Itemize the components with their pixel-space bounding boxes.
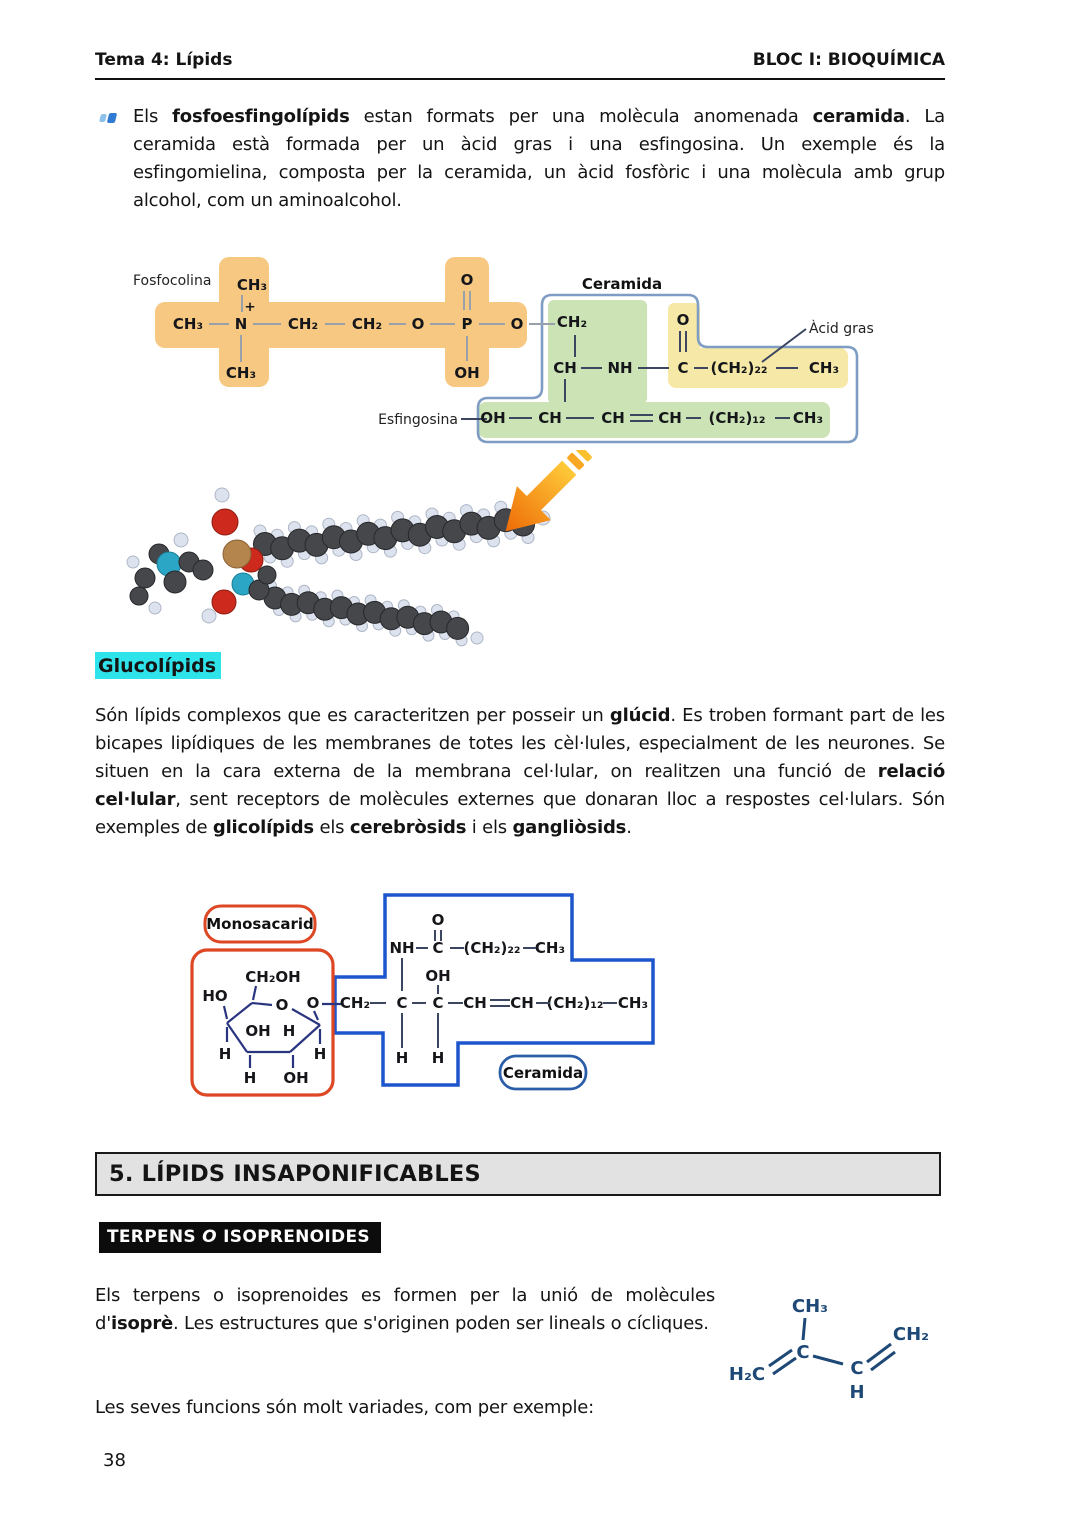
- ceramida-outline: [476, 293, 859, 444]
- formula-token: CH: [553, 359, 577, 377]
- formula-token: NH: [607, 359, 632, 377]
- section-5-heading-box: 5. LÍPIDS INSAPONIFICABLES: [95, 1152, 941, 1196]
- ceramide-rows: CH₂ CH NH C (CH₂)₂₂ CH₃ O OH CH CH CH (C…: [480, 311, 839, 427]
- isoprene-atoms: CH₃ C H₂C C H CH₂: [729, 1296, 929, 1403]
- formula-token: CH₂: [557, 313, 587, 331]
- formula-token: CH: [601, 409, 625, 427]
- formula-token: CH₃: [226, 364, 256, 382]
- formula-token: O: [461, 271, 474, 289]
- formula-token: OH: [454, 364, 479, 382]
- choline-row: CH₃ N CH₂ CH₂ O P O CH₃ + CH₃ O OH: [173, 271, 523, 382]
- glycolipid-structure-diagram: Monosacarid CH₂OH HO O O OH H H: [190, 893, 655, 1097]
- formula-token: OH: [283, 1069, 308, 1087]
- formula-token: P: [462, 315, 473, 333]
- formula-token: H: [283, 1022, 296, 1040]
- ceramida-outline-2: [333, 893, 655, 1087]
- terpens-heading-box: TERPENS O ISOPRENOIDES: [99, 1222, 381, 1253]
- page-number: 38: [103, 1450, 126, 1471]
- formula-token: H: [849, 1382, 864, 1403]
- formula-token: CH: [510, 994, 534, 1012]
- ceramida-label-box: [498, 1054, 588, 1091]
- formula-token: CH₂: [288, 315, 318, 333]
- formula-token: CH₂: [352, 315, 382, 333]
- formula-token: H: [396, 1049, 409, 1067]
- isoprene-structure: CH₃ C H₂C C H CH₂: [729, 1296, 929, 1403]
- formula-token: C: [677, 359, 688, 377]
- choline-bonds: [209, 291, 555, 362]
- acid-gras-pointer: [761, 328, 807, 363]
- formula-token: CH: [658, 409, 682, 427]
- glucolipids-heading: Glucolípids: [95, 652, 221, 679]
- sugar-labels: CH₂OH HO O O OH H H H OH H: [202, 968, 326, 1087]
- formula-token: H₂C: [729, 1364, 765, 1385]
- formula-token: CH₃: [535, 939, 565, 957]
- formula-token: N: [235, 315, 248, 333]
- formula-token: OH: [480, 409, 505, 427]
- formula-token: C: [796, 1342, 809, 1363]
- formula-token: C: [850, 1358, 863, 1379]
- formula-token: CH₃: [792, 1296, 828, 1317]
- formula-token: CH₃: [173, 315, 203, 333]
- formula-token: CH: [463, 994, 487, 1012]
- formula-token: H: [314, 1045, 327, 1063]
- functions-line: Les seves funcions són molt variades, co…: [95, 1397, 595, 1418]
- charge-sign: +: [244, 299, 255, 315]
- ceramida-label-2: Ceramida: [503, 1064, 583, 1082]
- terpens-paragraph: Els terpens o isoprenoides es formen per…: [95, 1285, 721, 1334]
- formula-token: O: [276, 996, 289, 1014]
- formula-token: HO: [202, 987, 227, 1005]
- formula-token: O: [432, 911, 445, 929]
- header-left-title: Tema 4: Lípids: [95, 50, 233, 70]
- arrow-icon: [505, 450, 592, 532]
- ceramide-bonds: [509, 331, 798, 422]
- formula-token: O: [511, 315, 524, 333]
- formula-token: H: [244, 1069, 257, 1087]
- page-header: Tema 4: Lípids BLOC I: BIOQUÍMICA: [95, 50, 945, 80]
- formula-token: H: [432, 1049, 445, 1067]
- formula-token: CH₂: [340, 994, 370, 1012]
- sphingomyelin-3d-model-figure: [126, 450, 592, 647]
- formula-token: CH₂OH: [245, 968, 300, 986]
- formula-token: CH₂: [893, 1324, 929, 1345]
- bullet-icon: [99, 113, 118, 123]
- formula-token: OH: [425, 967, 450, 985]
- formula-token: (CH₂)₁₂: [547, 994, 604, 1012]
- sphingomyelin-structure-diagram: Fosfocolina Ceramida Àcid gras Esfingosi…: [133, 257, 874, 444]
- ceramida-label: Ceramida: [582, 275, 662, 293]
- glucolipids-paragraph: Són lípids complexos que es caracteritze…: [95, 705, 952, 838]
- formula-token: C: [432, 939, 443, 957]
- esfingosina-label: Esfingosina: [378, 412, 458, 428]
- formula-token: OH: [245, 1022, 270, 1040]
- acid-gras-highlight: [668, 303, 848, 388]
- formula-token: CH₃: [237, 276, 267, 294]
- formula-token: O: [677, 311, 690, 329]
- monosacarid-label-box: [203, 904, 317, 944]
- intro-paragraph: Els fosfoesfingolípids estan formats per…: [133, 106, 951, 211]
- molecule-atoms: [126, 487, 551, 647]
- header-right-title: BLOC I: BIOQUÍMICA: [752, 50, 945, 70]
- fosfocolina-label: Fosfocolina: [133, 273, 211, 289]
- section-5-title: 5. LÍPIDS INSAPONIFICABLES: [109, 1161, 481, 1187]
- formula-token: CH₃: [618, 994, 648, 1012]
- formula-token: O: [307, 994, 320, 1012]
- formula-token: O: [412, 315, 425, 333]
- acid-gras-label: Àcid gras: [809, 320, 874, 337]
- formula-token: H: [219, 1045, 232, 1063]
- formula-token: CH₃: [793, 409, 823, 427]
- formula-token: (CH₂)₂₂: [464, 939, 521, 957]
- isoprene-bonds: [768, 1317, 896, 1376]
- formula-token: C: [396, 994, 407, 1012]
- formula-token: (CH₂)₂₂: [711, 359, 768, 377]
- sugar-ring: [222, 985, 341, 1068]
- ceramide-rows-2: NH C (CH₂)₂₂ CH₃ O OH CH₂ C C CH CH (CH₂…: [340, 911, 648, 1067]
- formula-token: CH: [538, 409, 562, 427]
- formula-token: NH: [389, 939, 414, 957]
- formula-token: C: [432, 994, 443, 1012]
- monosacarid-label: Monosacarid: [206, 915, 314, 933]
- formula-token: (CH₂)₁₂: [709, 409, 766, 427]
- monosacarid-box: [190, 948, 335, 1097]
- esfingosina-highlight: [478, 300, 830, 438]
- formula-token: CH₃: [809, 359, 839, 377]
- ceramide-bonds-2: [370, 930, 617, 1048]
